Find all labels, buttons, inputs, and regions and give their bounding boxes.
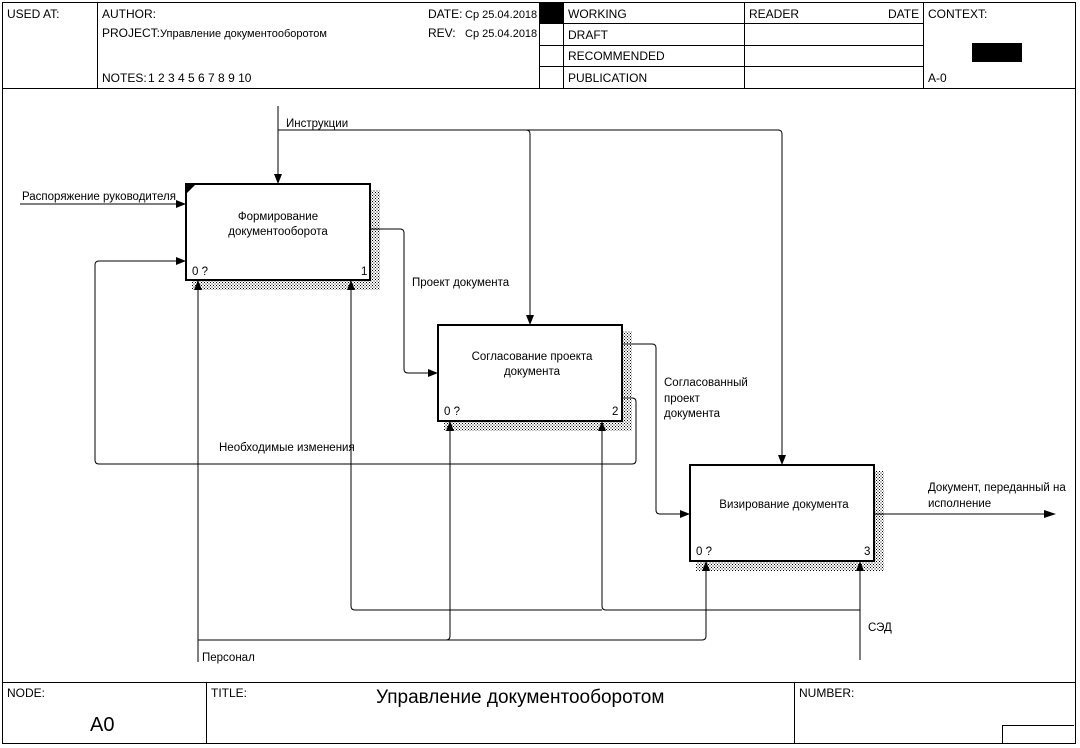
rev-label: REV: bbox=[428, 26, 456, 40]
label-staff: Персонал bbox=[202, 652, 255, 664]
title-label: TITLE: bbox=[211, 686, 248, 700]
node-label: NODE: bbox=[7, 686, 46, 700]
status-row-line-1 bbox=[539, 23, 923, 24]
arrowhead-eds-1 bbox=[347, 280, 355, 290]
status-publication: PUBLICATION bbox=[568, 71, 648, 85]
arrowhead-staff-1 bbox=[194, 280, 202, 290]
arrow-agreed-draft[interactable] bbox=[622, 343, 690, 515]
status-row-line-3 bbox=[539, 66, 923, 67]
arrowhead-order bbox=[176, 200, 186, 208]
arrowhead-eds-3 bbox=[856, 561, 864, 571]
label-output-1: Документ, переданный на bbox=[928, 482, 1066, 494]
context-label: CONTEXT: bbox=[928, 7, 988, 21]
arrowhead-draft bbox=[428, 369, 438, 377]
arrowhead-changes bbox=[176, 257, 186, 265]
label-draft: Проект документа bbox=[412, 277, 510, 289]
arrow-eds-to-1[interactable] bbox=[350, 280, 602, 611]
label-changes: Необходимые изменения bbox=[219, 442, 355, 454]
box-3-number: 3 bbox=[864, 546, 870, 558]
box-1-number: 1 bbox=[361, 266, 367, 278]
label-eds: СЭД bbox=[868, 622, 892, 634]
status-row-line-2 bbox=[539, 45, 923, 46]
arrowhead-eds-2 bbox=[598, 421, 606, 431]
working-status-marker bbox=[540, 3, 563, 23]
rev-value: Ср 25.04.2018 bbox=[465, 28, 538, 40]
status-working: WORKING bbox=[568, 7, 627, 21]
reader-date-label: DATE bbox=[888, 7, 920, 21]
project-value: Управление документооборотом bbox=[160, 28, 327, 40]
author-label: AUTHOR: bbox=[102, 7, 156, 21]
arrowhead-agreed bbox=[680, 510, 690, 518]
box-2-label-line-1: Согласование проекта bbox=[472, 351, 593, 363]
footer-divider-2 bbox=[794, 682, 795, 744]
arrowhead-output bbox=[1044, 510, 1056, 518]
arrow-eds-to-2[interactable] bbox=[601, 421, 860, 611]
number-label: NUMBER: bbox=[799, 686, 855, 700]
notes-value: 1 2 3 4 5 6 7 8 9 10 bbox=[148, 71, 252, 85]
box-2-cost: 0 ? bbox=[444, 406, 460, 418]
arrowhead-staff-3 bbox=[702, 561, 710, 571]
activity-box-3[interactable] bbox=[689, 464, 875, 562]
number-box bbox=[1002, 725, 1074, 744]
reader-label: READER bbox=[749, 7, 800, 21]
context-thumbnail bbox=[972, 43, 1022, 62]
arrow-needed-changes[interactable] bbox=[94, 260, 637, 465]
date-value: Ср 25.04.2018 bbox=[465, 9, 538, 21]
label-agreed-2: проект bbox=[664, 393, 701, 405]
arrowhead-instructions-1 bbox=[274, 174, 282, 184]
diagram-title: Управление документооборотом bbox=[376, 687, 665, 708]
used-at-label: USED AT: bbox=[7, 7, 60, 21]
header-bottom-line bbox=[2, 88, 1076, 89]
label-instructions: Инструкции bbox=[286, 118, 348, 130]
node-value: A0 bbox=[90, 714, 115, 736]
label-agreed-1: Согласованный bbox=[664, 377, 748, 389]
label-agreed-3: документа bbox=[664, 408, 721, 420]
footer-divider-1 bbox=[206, 682, 207, 744]
box-1-label-line-1: Формирование bbox=[238, 211, 318, 223]
box-2-number: 2 bbox=[612, 406, 618, 418]
footer-top-line bbox=[2, 682, 1076, 683]
arrow-instructions-to-3[interactable] bbox=[526, 129, 783, 465]
notes-label: NOTES: bbox=[102, 71, 147, 85]
status-recommended: RECOMMENDED bbox=[568, 49, 665, 63]
label-order: Распоряжение руководителя bbox=[22, 191, 176, 203]
arrowhead-instructions-3 bbox=[778, 455, 786, 465]
box-1-label-line-2: документооборота bbox=[228, 226, 328, 238]
date-label: DATE: bbox=[428, 7, 463, 21]
header-divider-1 bbox=[97, 2, 98, 88]
arrow-staff-to-3[interactable] bbox=[446, 561, 707, 641]
status-draft: DRAFT bbox=[568, 28, 608, 42]
header-divider-5 bbox=[923, 2, 924, 88]
box-3-cost: 0 ? bbox=[696, 546, 712, 558]
box-2-label-line-2: документа bbox=[504, 366, 561, 378]
box-3-label-line-1: Визирование документа bbox=[719, 499, 849, 511]
arrow-draft-document[interactable] bbox=[370, 228, 438, 374]
arrowhead-instructions-2 bbox=[526, 315, 534, 325]
box-1-cost: 0 ? bbox=[192, 266, 208, 278]
arrowhead-staff-2 bbox=[446, 421, 454, 431]
project-label: PROJECT: bbox=[102, 26, 161, 40]
box-1-corner-mark bbox=[186, 184, 196, 194]
label-output-2: исполнение bbox=[928, 498, 991, 510]
context-node: A-0 bbox=[928, 71, 947, 85]
